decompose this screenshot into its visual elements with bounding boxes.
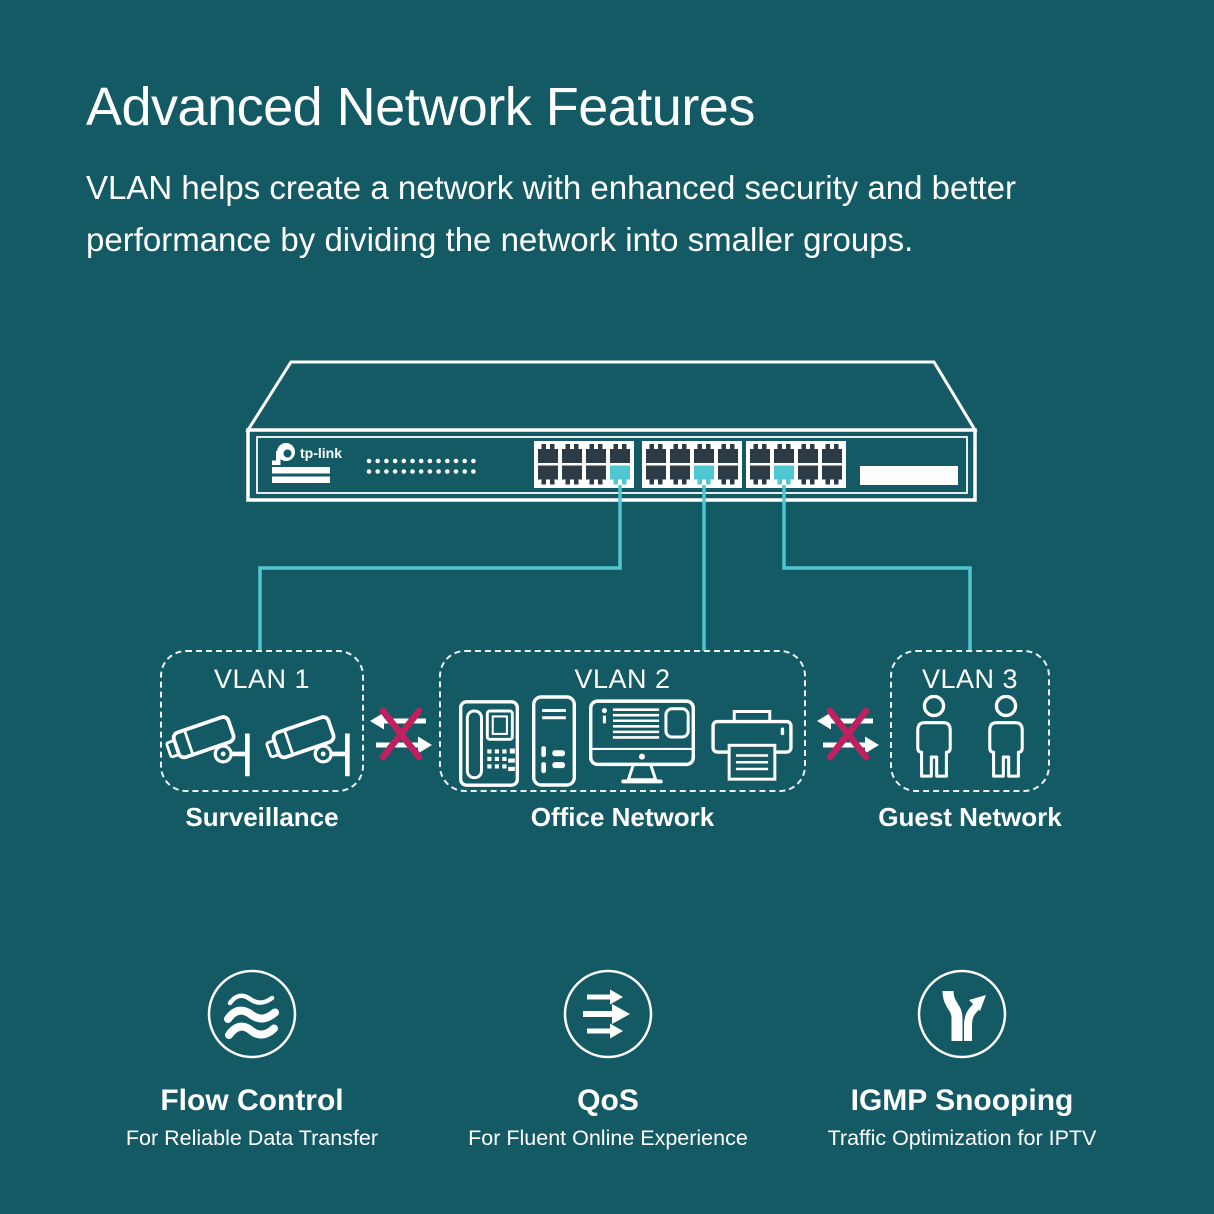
tp-link-wordmark: tp-link	[300, 445, 342, 461]
feature-subtitle: For Reliable Data Transfer	[125, 1126, 379, 1150]
network-switch-illustration: tp-link	[245, 360, 978, 651]
ip-phone-icon	[459, 700, 519, 787]
feature-flow-control: Flow Control For Reliable Data Transfer	[72, 968, 432, 1151]
cctv-camera-icon	[265, 715, 350, 777]
page-subtitle-line2: performance by dividing the network into…	[86, 221, 914, 258]
page-title: Advanced Network Features	[86, 77, 755, 137]
uplink-module-blank	[860, 466, 958, 485]
waves-icon	[207, 969, 297, 1059]
switch-front-bar	[272, 476, 330, 483]
vlan3-device-icons	[911, 695, 1029, 793]
port-group-3	[746, 441, 846, 488]
person-icon	[916, 695, 952, 778]
person-icon	[988, 695, 1024, 778]
switch-top-face	[245, 360, 978, 432]
feature-title: QoS	[577, 1084, 639, 1117]
page-subtitle-line1: VLAN helps create a network with enhance…	[86, 169, 1017, 206]
vlan3-connection-line	[782, 485, 972, 651]
cctv-camera-icon	[165, 715, 250, 777]
blocked-arrows-icon	[370, 707, 432, 761]
monitor-icon	[589, 699, 695, 784]
vlan2-device-icons	[449, 695, 796, 799]
switch-front-bar	[272, 467, 330, 474]
vlan3-box: VLAN 3	[890, 650, 1050, 792]
vlan2-box: VLAN 2	[439, 650, 806, 792]
feature-qos: QoS For Fluent Online Experience	[428, 968, 788, 1151]
vlan1-label: Surveillance	[185, 802, 339, 832]
tp-link-logo-icon: tp-link	[272, 443, 342, 465]
port-group-2	[642, 441, 742, 488]
feature-title: Flow Control	[160, 1084, 344, 1117]
switch-front-face	[246, 428, 977, 502]
port-group-1	[534, 441, 634, 488]
vlan1-connection-line	[258, 485, 622, 651]
pc-tower-icon	[532, 695, 576, 787]
vlan1-device-icons	[165, 695, 359, 790]
feature-subtitle: Traffic Optimization for IPTV	[827, 1126, 1097, 1150]
vlan1-title: VLAN 1	[213, 664, 311, 694]
speed-arrows-icon	[563, 969, 653, 1059]
switch-front-inner-border	[256, 436, 968, 494]
page-subtitle: VLAN helps create a network with enhance…	[86, 162, 1166, 266]
vlan2-title: VLAN 2	[574, 664, 671, 694]
vlan3-title: VLAN 3	[921, 664, 1019, 694]
blocked-arrows-icon	[817, 707, 879, 761]
vlan1-box: VLAN 1	[160, 650, 364, 792]
feature-title: IGMP Snooping	[850, 1084, 1074, 1117]
vlan3-label: Guest Network	[878, 802, 1062, 832]
feature-igmp-snooping: IGMP Snooping Traffic Optimization for I…	[782, 968, 1142, 1151]
feature-subtitle: For Fluent Online Experience	[468, 1126, 748, 1150]
printer-icon	[711, 709, 793, 781]
vlan2-label: Office Network	[530, 802, 715, 832]
fork-arrow-icon	[917, 969, 1007, 1059]
